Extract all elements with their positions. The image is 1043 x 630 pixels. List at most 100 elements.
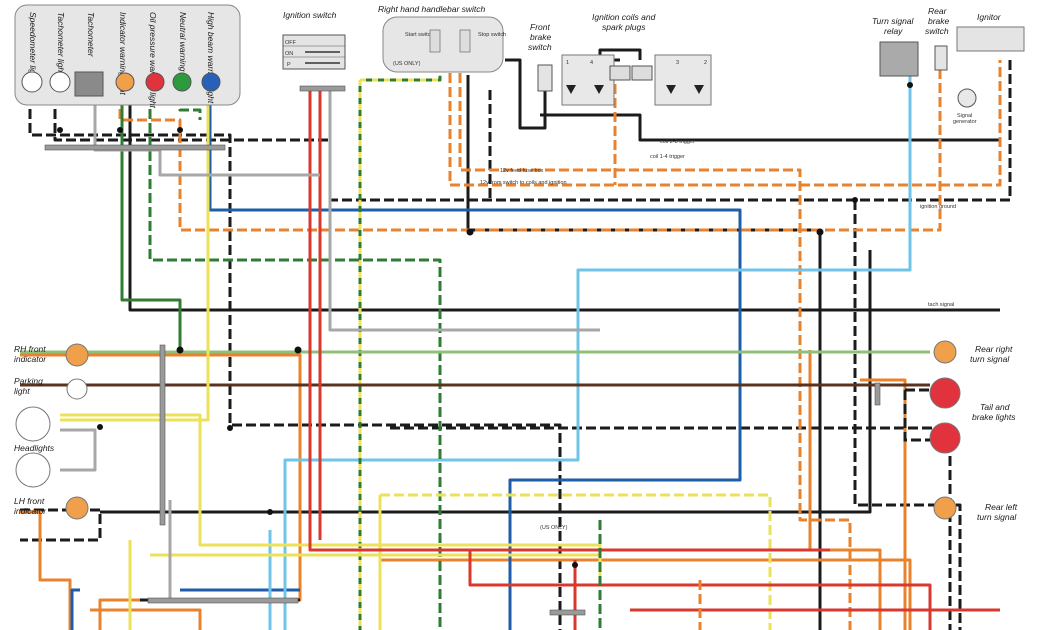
parking-label-1: Parking — [14, 376, 43, 386]
note-ign-ground: ignition ground — [920, 204, 956, 210]
bus-bar-left — [159, 344, 166, 526]
ign-on: ON — [285, 51, 293, 57]
wire-blue-1 — [208, 95, 742, 630]
tail-light-bulb-2 — [929, 422, 961, 454]
wire-blue-2 — [70, 588, 80, 630]
bus-bar-top — [44, 144, 226, 151]
panel-label-speedo: Speedometer light — [28, 12, 38, 82]
coil-num-4: 4 — [590, 60, 593, 66]
rear-brake-label-1: Rear — [928, 6, 948, 16]
wire-black-white-1 — [28, 95, 562, 630]
wire-orange-9 — [860, 378, 907, 630]
wire-black-white-6 — [20, 508, 102, 542]
speedometer-bulb — [21, 71, 43, 93]
rear-right-label-1: Rear right — [975, 344, 1013, 354]
wire-yellow-1 — [60, 95, 210, 422]
wire-grey-4 — [60, 428, 97, 472]
wire-green-1 — [148, 95, 442, 630]
start-switch-label: Start switch — [405, 32, 433, 38]
instrument-panel: Speedometer light Tachometer light Tacho… — [14, 4, 241, 109]
wire-black-5 — [540, 113, 1000, 142]
junction-dots — [57, 82, 913, 568]
rear-brake-label-3: switch — [925, 26, 949, 36]
tachometer-light-bulb — [49, 71, 71, 93]
rh-handlebar-label: Right hand handlebar switch — [378, 4, 486, 14]
wire-orange-8 — [380, 558, 912, 630]
parking-label-2: light — [14, 386, 30, 396]
rh-front-indicator-bulb — [65, 343, 89, 367]
tachometer-unit — [74, 71, 104, 97]
note-coil23: coil 2-3 trigger — [660, 139, 695, 145]
rear-brake-label-2: brake — [928, 16, 950, 26]
wire-orange-4 — [118, 60, 942, 232]
coils-label-2: spark plugs — [602, 22, 646, 32]
rh-front-label-2: indicator — [14, 354, 47, 364]
wire-orange-2 — [458, 45, 852, 630]
ignitor-label: Ignitor — [977, 12, 1002, 22]
rear-left-label-2: turn signal — [977, 512, 1017, 522]
panel-label-oil: Oil pressure warning light — [148, 12, 158, 109]
wire-grey-2 — [328, 90, 600, 332]
lh-front-indicator-bulb — [65, 496, 89, 520]
us-only-top: (US ONLY) — [393, 61, 421, 67]
wire-red-1 — [308, 90, 830, 552]
headlights-label: Headlights — [14, 443, 55, 453]
parking-bulb — [66, 378, 88, 400]
tail-brake-label-2: brake lights — [972, 412, 1016, 422]
turn-relay-label-1: Turn signal — [872, 16, 915, 26]
front-brake-label-3: switch — [528, 42, 552, 52]
signal-gen-label-2: generator — [953, 119, 977, 125]
headlight-bulb-2 — [15, 452, 51, 488]
indicator-bulb — [115, 72, 135, 92]
right-lights: Rear right turn signal Tail and brake li… — [903, 340, 1018, 522]
neutral-bulb — [172, 72, 192, 92]
wire-black-4 — [505, 58, 547, 130]
wire-orange-6 — [808, 350, 882, 630]
wire-layer — [20, 45, 1012, 630]
coil-num-2: 2 — [704, 60, 707, 66]
bus-bar-bottom — [147, 597, 299, 604]
rear-left-label-1: Rear left — [985, 502, 1018, 512]
ign-p: P — [287, 62, 291, 68]
rear-right-label-2: turn signal — [970, 354, 1010, 364]
bus-bar-bot2 — [549, 609, 586, 616]
coils-label-1: Ignition coils and — [592, 12, 656, 22]
wire-black-white-4 — [853, 200, 962, 630]
lh-front-label-1: LH front — [14, 496, 45, 506]
panel-label-indicator: Indicator warning light — [118, 12, 128, 95]
wire-orange-7 — [20, 510, 72, 630]
stop-switch-label: Stop switch — [478, 32, 506, 38]
note-fuse: 12v feed fuse box — [500, 168, 544, 174]
turn-signal-relay: Turn signal relay — [872, 16, 919, 77]
bus-bar-rear — [874, 382, 881, 406]
wire-grey-3 — [168, 500, 300, 602]
left-lights: RH front indicator Parking light Headlig… — [14, 343, 89, 520]
front-brake-label-1: Front — [530, 22, 550, 32]
note-tach-signal: tach signal — [928, 302, 954, 308]
coil-num-1: 1 — [566, 60, 569, 66]
lh-front-label-2: indicator — [14, 506, 47, 516]
rear-right-turn-bulb — [933, 340, 957, 364]
ignitor: Ignitor Signal generator — [953, 12, 1025, 125]
tail-brake-label-1: Tail and — [980, 402, 1010, 412]
oil-bulb — [145, 72, 165, 92]
rh-front-label-1: RH front — [14, 344, 46, 354]
turn-relay-label-2: relay — [884, 26, 903, 36]
ign-off: OFF — [285, 40, 297, 46]
panel-label-tacho: Tachometer — [86, 12, 96, 58]
front-brake-switch: Front brake switch — [528, 22, 553, 92]
ignition-switch-label: Ignition switch — [283, 10, 337, 20]
highbeam-bulb — [201, 72, 221, 92]
ignition-coils: Ignition coils and spark plugs 1 4 3 2 — [561, 12, 712, 106]
rear-brake-switch: Rear brake switch — [925, 6, 950, 71]
wire-orange-1 — [448, 45, 1002, 187]
note-switch-feed: 12v from switch to coils and ignition — [480, 180, 567, 186]
panel-label-tacholight: Tachometer light — [56, 12, 66, 75]
handlebar-box — [382, 16, 504, 73]
front-brake-label-2: brake — [530, 32, 552, 42]
signal-generator — [957, 88, 977, 108]
bus-bar-ign — [299, 85, 346, 92]
us-only-mid: (US ONLY) — [540, 525, 568, 531]
note-coil14: coil 1-4 trigger — [650, 154, 685, 160]
